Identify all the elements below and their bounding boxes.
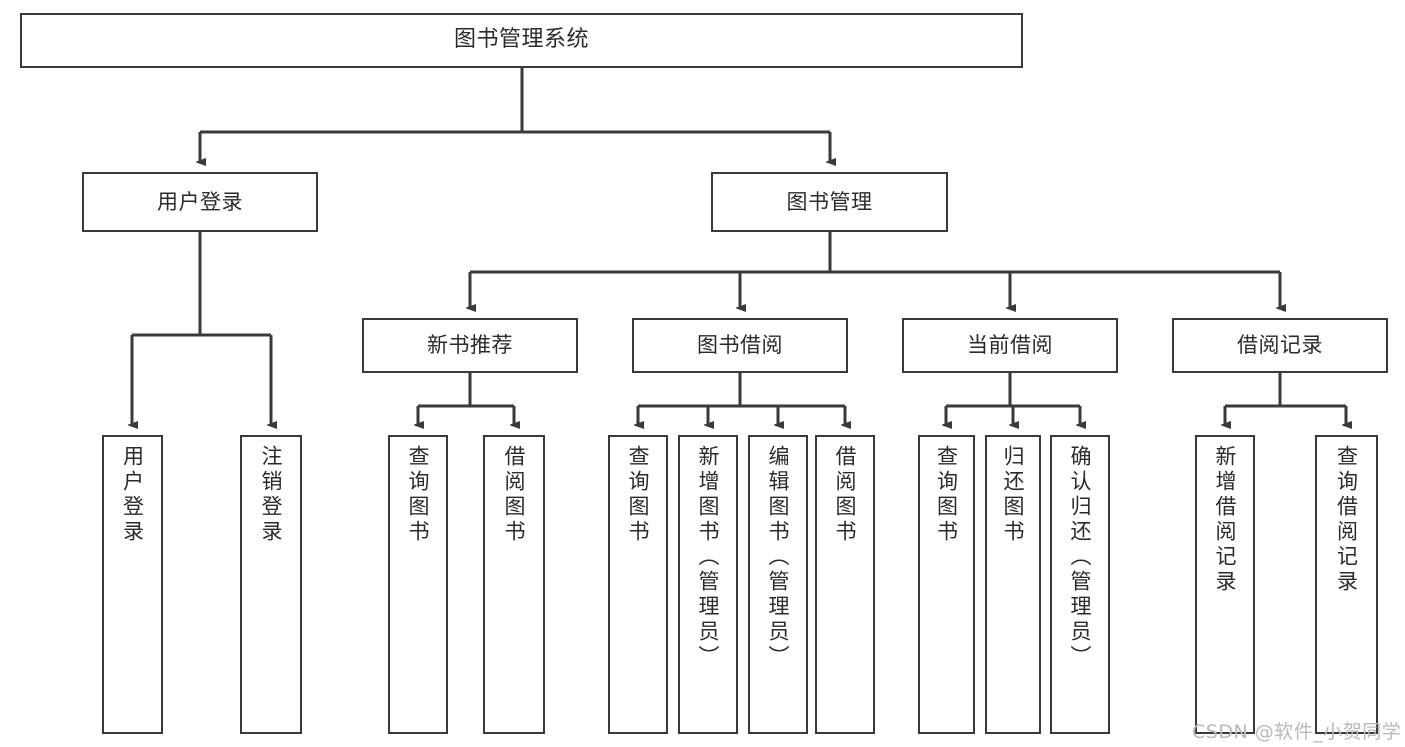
node-leaf-query-book-1[interactable]: 查询图书 — [388, 435, 448, 734]
node-current-borrow-label: 当前借阅 — [967, 333, 1053, 358]
node-leaf-add-book-admin[interactable]: 新增图书（管理员） — [678, 435, 738, 734]
node-book-manage-label: 图书管理 — [786, 189, 873, 214]
node-leaf-return-book[interactable]: 归还图书 — [985, 435, 1041, 734]
node-leaf-query-book-2-label: 查询图书 — [626, 445, 651, 545]
node-leaf-query-book-2[interactable]: 查询图书 — [608, 435, 668, 734]
node-leaf-user-logout-label: 注销登录 — [259, 445, 284, 545]
node-leaf-borrow-book-2[interactable]: 借阅图书 — [815, 435, 875, 734]
node-new-book-recommend[interactable]: 新书推荐 — [362, 318, 578, 373]
node-leaf-borrow-book-1-label: 借阅图书 — [502, 445, 527, 545]
node-book-borrow-label: 图书借阅 — [697, 333, 783, 358]
node-leaf-user-logout[interactable]: 注销登录 — [240, 435, 302, 734]
node-leaf-query-borrow-record[interactable]: 查询借阅记录 — [1315, 435, 1378, 734]
node-leaf-add-borrow-record[interactable]: 新增借阅记录 — [1195, 435, 1255, 734]
node-root-label: 图书管理系统 — [453, 27, 589, 53]
node-leaf-confirm-return-label: 确认归还（管理员） — [1068, 445, 1093, 670]
node-leaf-borrow-book-1[interactable]: 借阅图书 — [483, 435, 545, 734]
node-leaf-query-book-1-label: 查询图书 — [406, 445, 431, 545]
node-leaf-borrow-book-2-label: 借阅图书 — [833, 445, 858, 545]
node-borrow-record-label: 借阅记录 — [1237, 333, 1323, 358]
node-borrow-record[interactable]: 借阅记录 — [1172, 318, 1388, 373]
node-leaf-query-borrow-record-label: 查询借阅记录 — [1334, 445, 1359, 595]
node-leaf-return-book-label: 归还图书 — [1001, 445, 1026, 545]
watermark: CSDN @软件_小贺同学 — [1192, 721, 1402, 743]
node-new-book-recommend-label: 新书推荐 — [427, 333, 513, 358]
node-leaf-edit-book-admin-label: 编辑图书（管理员） — [766, 445, 791, 670]
node-leaf-query-book-3-label: 查询图书 — [934, 445, 959, 545]
node-book-borrow[interactable]: 图书借阅 — [632, 318, 848, 373]
node-leaf-user-login[interactable]: 用户登录 — [102, 435, 163, 734]
node-user-login[interactable]: 用户登录 — [82, 172, 318, 232]
node-current-borrow[interactable]: 当前借阅 — [902, 318, 1118, 373]
node-leaf-confirm-return[interactable]: 确认归还（管理员） — [1050, 435, 1110, 734]
node-leaf-user-login-label: 用户登录 — [120, 445, 145, 545]
node-leaf-add-borrow-record-label: 新增借阅记录 — [1213, 445, 1238, 595]
node-leaf-query-book-3[interactable]: 查询图书 — [918, 435, 975, 734]
node-root[interactable]: 图书管理系统 — [20, 13, 1023, 68]
node-leaf-add-book-admin-label: 新增图书（管理员） — [696, 445, 721, 670]
node-user-login-label: 用户登录 — [157, 189, 243, 214]
node-book-manage[interactable]: 图书管理 — [711, 172, 948, 232]
node-leaf-edit-book-admin[interactable]: 编辑图书（管理员） — [748, 435, 808, 734]
